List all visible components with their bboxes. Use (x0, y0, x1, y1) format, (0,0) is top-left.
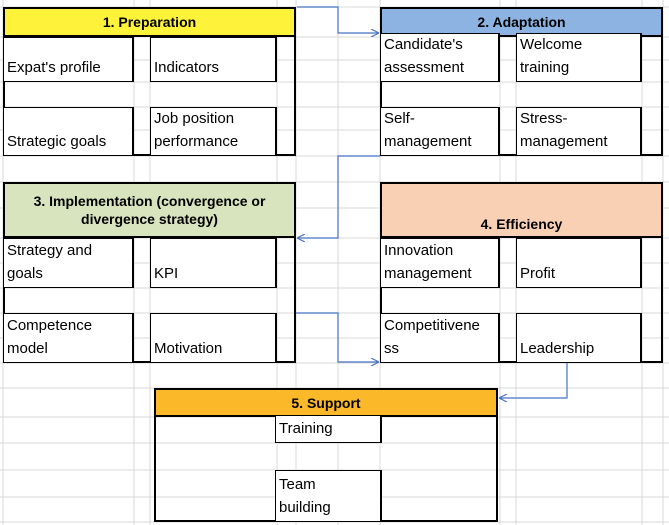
implementation-item-kpi: KPI (150, 238, 277, 288)
efficiency-item-innovation-management: Innovation management (380, 238, 500, 288)
efficiency-item-competitiveness: Competitivene ss (380, 313, 500, 363)
adaptation-item-welcome-training: Welcome training (516, 33, 642, 82)
support-item-training: Training (275, 415, 382, 443)
preparation-item-expats-profile: Expat's profile (3, 37, 134, 82)
support-header: 5. Support (154, 388, 498, 417)
efficiency-item-profit: Profit (516, 238, 642, 288)
implementation-item-competence-model: Competence model (3, 313, 134, 363)
adaptation-item-candidates-assessment: Candidate's assessment (380, 33, 500, 82)
efficiency-item-leadership: Leadership (516, 313, 642, 363)
implementation-header: 3. Implementation (convergence or diverg… (3, 182, 296, 238)
adaptation-item-self-management: Self- management (380, 107, 500, 156)
preparation-item-indicators: Indicators (150, 37, 277, 82)
preparation-item-job-position-performance: Job position performance (150, 107, 277, 156)
preparation-item-strategic-goals: Strategic goals (3, 107, 134, 156)
adaptation-item-stress-management: Stress- management (516, 107, 642, 156)
efficiency-header: 4. Efficiency (380, 182, 663, 238)
adaptation-header: 2. Adaptation (380, 7, 663, 37)
support-item-team-building: Team building (275, 470, 382, 522)
implementation-item-strategy-and-goals: Strategy and goals (3, 238, 134, 288)
preparation-header: 1. Preparation (3, 7, 296, 37)
implementation-item-motivation: Motivation (150, 313, 277, 363)
